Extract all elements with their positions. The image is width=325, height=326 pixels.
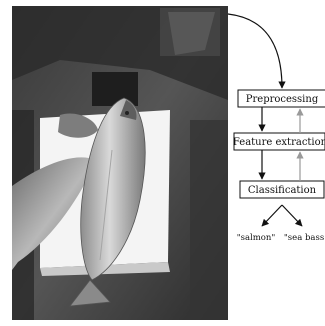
classification-label: Classification	[248, 185, 317, 196]
preprocessing-box: Preprocessing	[238, 90, 325, 107]
arrow-to-sea-bass	[282, 205, 302, 226]
feature-extraction-label: Feature extraction	[233, 137, 325, 148]
input-arrow	[228, 14, 282, 88]
arrow-to-salmon	[262, 205, 282, 226]
output-sea-bass-label: "sea bass"	[284, 233, 325, 243]
classification-box: Classification	[240, 181, 324, 198]
feature-extraction-box: Feature extraction	[233, 133, 325, 150]
fish-photo	[12, 6, 228, 320]
output-salmon-label: "salmon"	[237, 233, 276, 243]
preprocessing-label: Preprocessing	[246, 94, 319, 105]
